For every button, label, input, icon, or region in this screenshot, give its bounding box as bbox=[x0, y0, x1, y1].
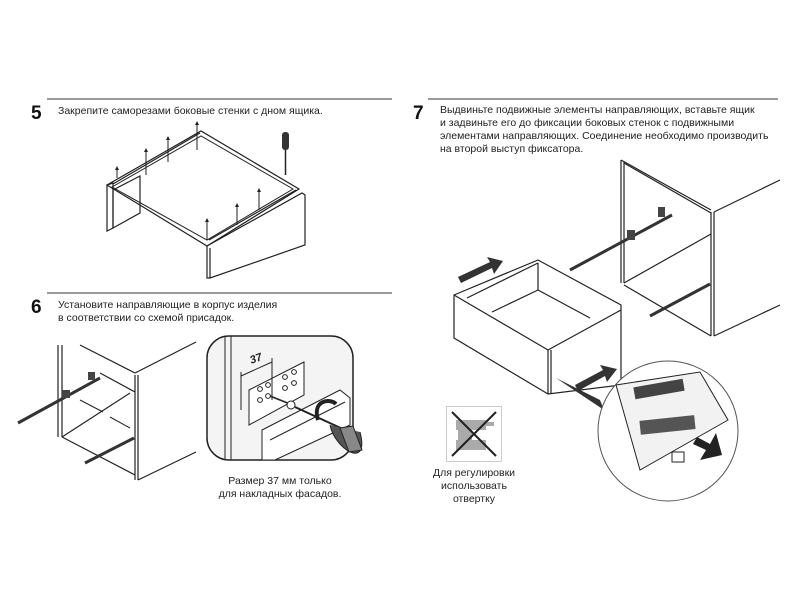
arrow-latch-icon bbox=[693, 433, 722, 460]
drawer-side-front bbox=[206, 192, 306, 279]
note-7-caption-line-1: Для регулировки bbox=[432, 467, 516, 479]
detail-6-caption: Размер 37 мм только для накладных фасадо… bbox=[205, 475, 355, 501]
note-7-caption: Для регулировки использовать отвертку bbox=[418, 467, 530, 506]
cabinet bbox=[620, 159, 781, 337]
step-7-text: Выдвиньте подвижные элементы направляющи… bbox=[440, 104, 768, 156]
no-power-drill-icon bbox=[446, 406, 502, 462]
arrow-insert-icon-2 bbox=[575, 365, 617, 391]
screwdriver-icon bbox=[282, 132, 289, 175]
step-7-text-line-2: и задвиньте его до фиксации боковых стен… bbox=[440, 117, 735, 129]
callout-pointer bbox=[556, 378, 604, 410]
divider-step-6 bbox=[47, 292, 392, 294]
step-7-text-line-3: элементами направляющих. Соединение необ… bbox=[440, 130, 769, 142]
detail-6-caption-line-1: Размер 37 мм только bbox=[228, 475, 332, 487]
divider-step-5 bbox=[47, 98, 392, 100]
screwdriver-icon bbox=[294, 406, 363, 454]
step-7-number: 7 bbox=[413, 103, 424, 124]
screw-arrows bbox=[115, 121, 261, 240]
step-6-number: 6 bbox=[31, 297, 42, 318]
divider-step-7 bbox=[428, 98, 778, 100]
step-5-text: Закрепите саморезами боковые стенки с дн… bbox=[58, 105, 323, 117]
rail-upper bbox=[569, 207, 673, 272]
rail-front bbox=[208, 189, 297, 241]
rotation-arrow-icon bbox=[314, 399, 338, 421]
step-6-text-line-2: в соответствии со схемой присадок. bbox=[58, 312, 235, 324]
divider-step-7-left bbox=[360, 98, 392, 100]
rail-back bbox=[112, 132, 201, 185]
step-6-text: Установите направляющие в корпус изделия… bbox=[58, 299, 277, 325]
note-7-caption-line-2: использовать bbox=[441, 480, 507, 492]
arrow-insert-icon bbox=[458, 257, 503, 283]
rail-lower bbox=[649, 282, 711, 318]
rail-top bbox=[17, 372, 101, 425]
step-7-text-line-1: Выдвиньте подвижные элементы направляющи… bbox=[440, 104, 755, 116]
step-7-text-line-4: на второй выступ фиксатора. bbox=[440, 143, 584, 155]
note-7-caption-line-3: отвертку bbox=[452, 493, 496, 505]
rail-bottom bbox=[84, 436, 135, 465]
latch-mechanism bbox=[615, 371, 729, 471]
drawer-bottom-panel bbox=[105, 130, 301, 247]
step-5-number: 5 bbox=[31, 103, 42, 124]
detail-6-caption-line-2: для накладных фасадов. bbox=[218, 488, 342, 500]
step-6-text-line-1: Установите направляющие в корпус изделия bbox=[58, 299, 278, 311]
screw-icon bbox=[269, 395, 291, 405]
